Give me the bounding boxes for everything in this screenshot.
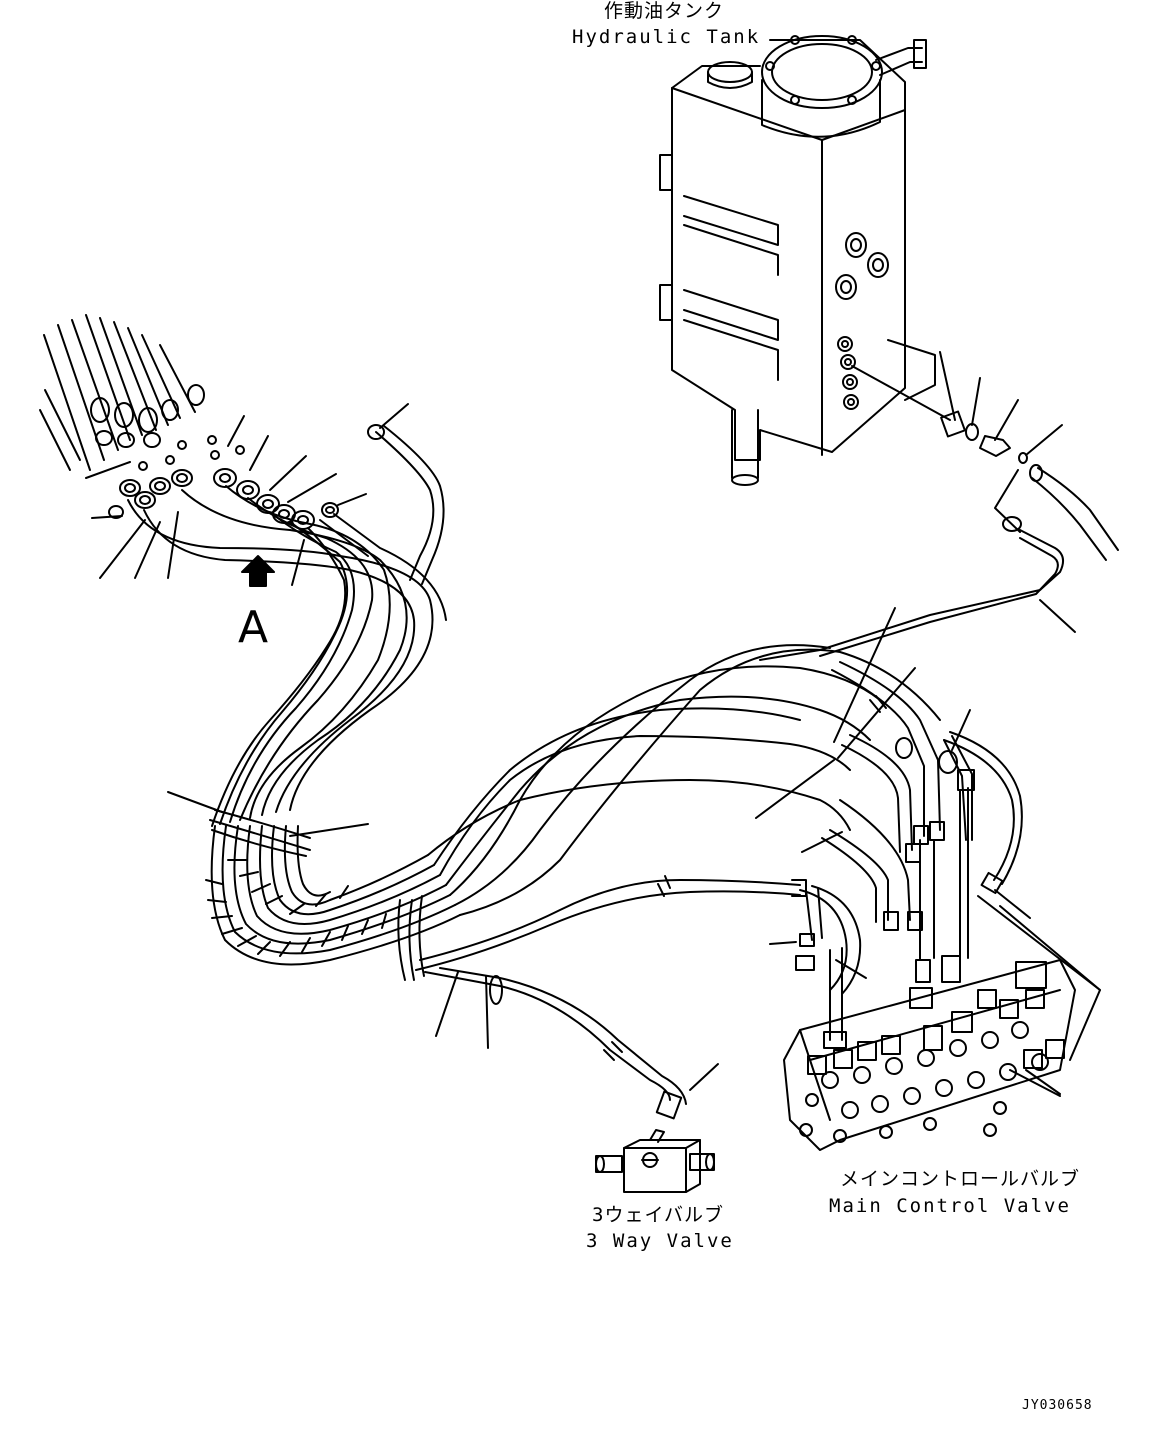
three-way-valve-body	[595, 1129, 715, 1193]
main-control-valve-label-jp: メインコントロールバルブ	[840, 1168, 1081, 1190]
view-arrow	[241, 555, 275, 587]
hydraulic-tank	[659, 35, 936, 486]
drawing-code: JY030658	[1022, 1398, 1093, 1413]
hydraulic-tank-label-en: Hydraulic Tank	[572, 26, 761, 48]
main-control-valve-label-en: Main Control Valve	[829, 1195, 1071, 1217]
view-callout-label: A	[238, 602, 269, 653]
tank-port-fittings	[851, 351, 1063, 464]
control-valve-hose-ends	[755, 607, 1031, 931]
main-control-valve-body	[769, 787, 1101, 1151]
three-way-valve-label-jp: 3ウェイバルブ	[592, 1204, 725, 1226]
three-way-hose	[424, 967, 719, 1120]
ppc-valve-block	[39, 314, 409, 586]
upper-pilot-hose	[375, 425, 445, 585]
three-way-valve-label-en: 3 Way Valve	[586, 1230, 734, 1252]
tank-drain-hose	[1029, 464, 1119, 561]
return-line	[759, 469, 1076, 661]
hydraulic-tank-label-jp: 作動油タンク	[604, 0, 725, 22]
hose-bundle	[127, 485, 941, 981]
